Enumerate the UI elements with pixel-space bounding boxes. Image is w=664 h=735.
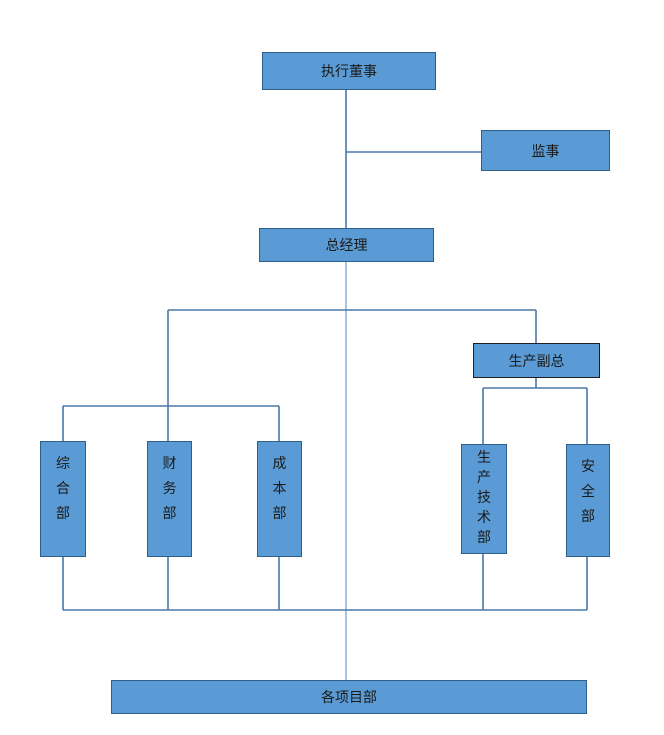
node-vertical-label: 生产技术部	[477, 450, 491, 546]
node-dept-finance: 财务部	[147, 441, 192, 557]
node-vertical-label: 财务部	[162, 456, 177, 522]
node-general-manager: 总经理	[259, 228, 434, 262]
node-label: 生产副总	[508, 353, 565, 370]
node-vertical-label: 安全部	[581, 459, 595, 525]
node-project-departments: 各项目部	[111, 680, 587, 714]
node-vertical-label: 成本部	[272, 456, 287, 522]
node-dept-tech: 生产技术部	[461, 444, 507, 554]
node-chairman: 执行董事	[262, 52, 436, 90]
node-supervisor: 监事	[481, 130, 610, 171]
node-label: 执行董事	[321, 64, 377, 80]
node-dept-general: 综合部	[40, 441, 86, 557]
node-label: 各项目部	[321, 690, 377, 706]
node-dept-safety: 安全部	[566, 444, 610, 557]
node-label: 监事	[531, 143, 560, 160]
node-vertical-label: 综合部	[56, 456, 70, 522]
node-dept-cost: 成本部	[257, 441, 302, 557]
node-vp-production: 生产副总	[473, 343, 600, 378]
node-label: 总经理	[325, 238, 368, 254]
